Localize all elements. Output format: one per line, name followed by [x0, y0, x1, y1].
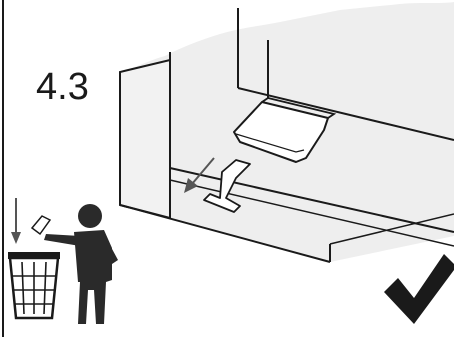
- tray-component: [233, 97, 337, 163]
- person-dropping-trash-icon: [44, 204, 118, 324]
- small-down-arrow-icon: [11, 198, 21, 244]
- wastebasket-icon: [8, 252, 60, 320]
- removed-strip: [203, 159, 251, 213]
- dropped-card: [30, 215, 52, 236]
- down-arrow-icon: [184, 157, 215, 193]
- checkmark-icon: [384, 254, 454, 324]
- step-number: 4.3: [36, 66, 89, 108]
